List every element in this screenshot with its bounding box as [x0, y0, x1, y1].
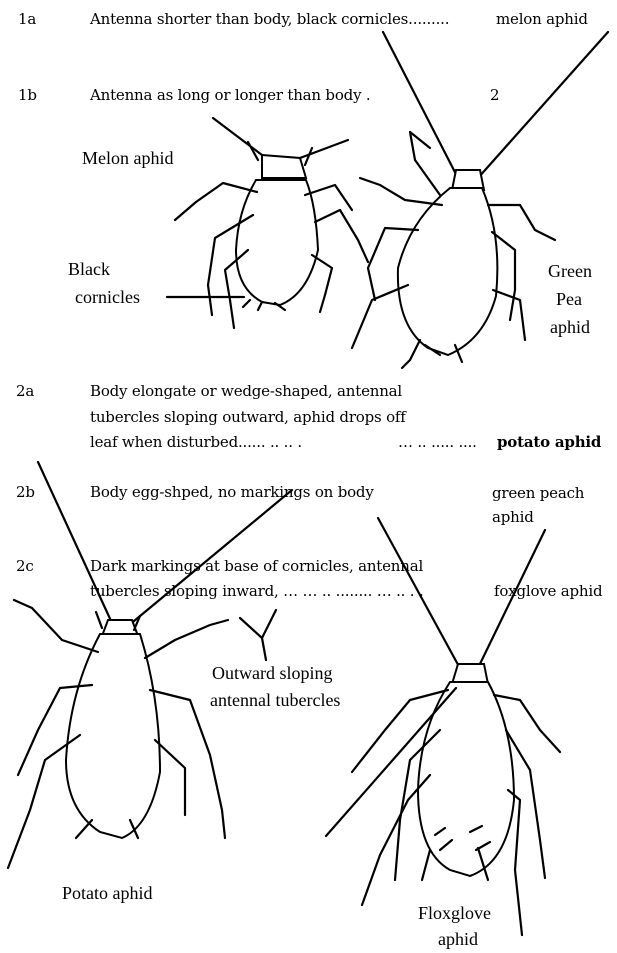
- couplet-2b-result-line1: green peach: [492, 482, 584, 504]
- couplet-2a-dots: … .. ..... ....: [398, 431, 477, 453]
- aphid-label-green-pea: aphid: [550, 314, 590, 341]
- couplet-2b-text: Body egg-shped, no markings on body: [90, 481, 374, 503]
- couplet-2c-line2: tubercles sloping inward, … … .. .......…: [90, 580, 424, 602]
- couplet-1a-code: 1a: [18, 8, 36, 30]
- couplet-2b-code: 2b: [16, 481, 35, 503]
- outward-tubercle-diagram: [240, 610, 276, 660]
- couplet-1a-text: Antenna shorter than body, black cornicl…: [90, 8, 449, 30]
- pea-label: Pea: [556, 286, 582, 313]
- couplet-2b-result-line2: aphid: [492, 506, 534, 528]
- couplet-1b-result: 2: [490, 84, 499, 106]
- melon-aphid-label: Melon aphid: [82, 145, 174, 172]
- couplet-1a-result: melon aphid: [496, 8, 588, 30]
- couplet-2c-code: 2c: [16, 555, 34, 577]
- couplet-2a-line1: Body elongate or wedge-shaped, antennal: [90, 380, 402, 402]
- couplet-2c-result: foxglove aphid: [494, 580, 602, 602]
- aphid-label-floxglove: aphid: [438, 926, 478, 953]
- potato-aphid-label: Potato aphid: [62, 880, 153, 907]
- outward-sloping-label: Outward sloping: [212, 660, 333, 687]
- black-label: Black: [68, 256, 110, 283]
- couplet-1b-text: Antenna as long or longer than body .: [90, 84, 370, 106]
- couplet-2a-line3: leaf when disturbed...... .. .. .: [90, 431, 302, 453]
- green-label: Green: [548, 258, 592, 285]
- floxglove-label: Floxglove: [418, 900, 491, 927]
- couplet-2a-code: 2a: [16, 380, 34, 402]
- couplet-1b-code: 1b: [18, 84, 37, 106]
- couplet-2a-result: potato aphid: [497, 431, 601, 453]
- antennal-tubercles-label: antennal tubercles: [210, 687, 340, 714]
- cornicles-label: cornicles: [75, 284, 140, 311]
- couplet-2a-line2: tubercles sloping outward, aphid drops o…: [90, 406, 406, 428]
- couplet-2c-line1: Dark markings at base of cornicles, ante…: [90, 555, 423, 577]
